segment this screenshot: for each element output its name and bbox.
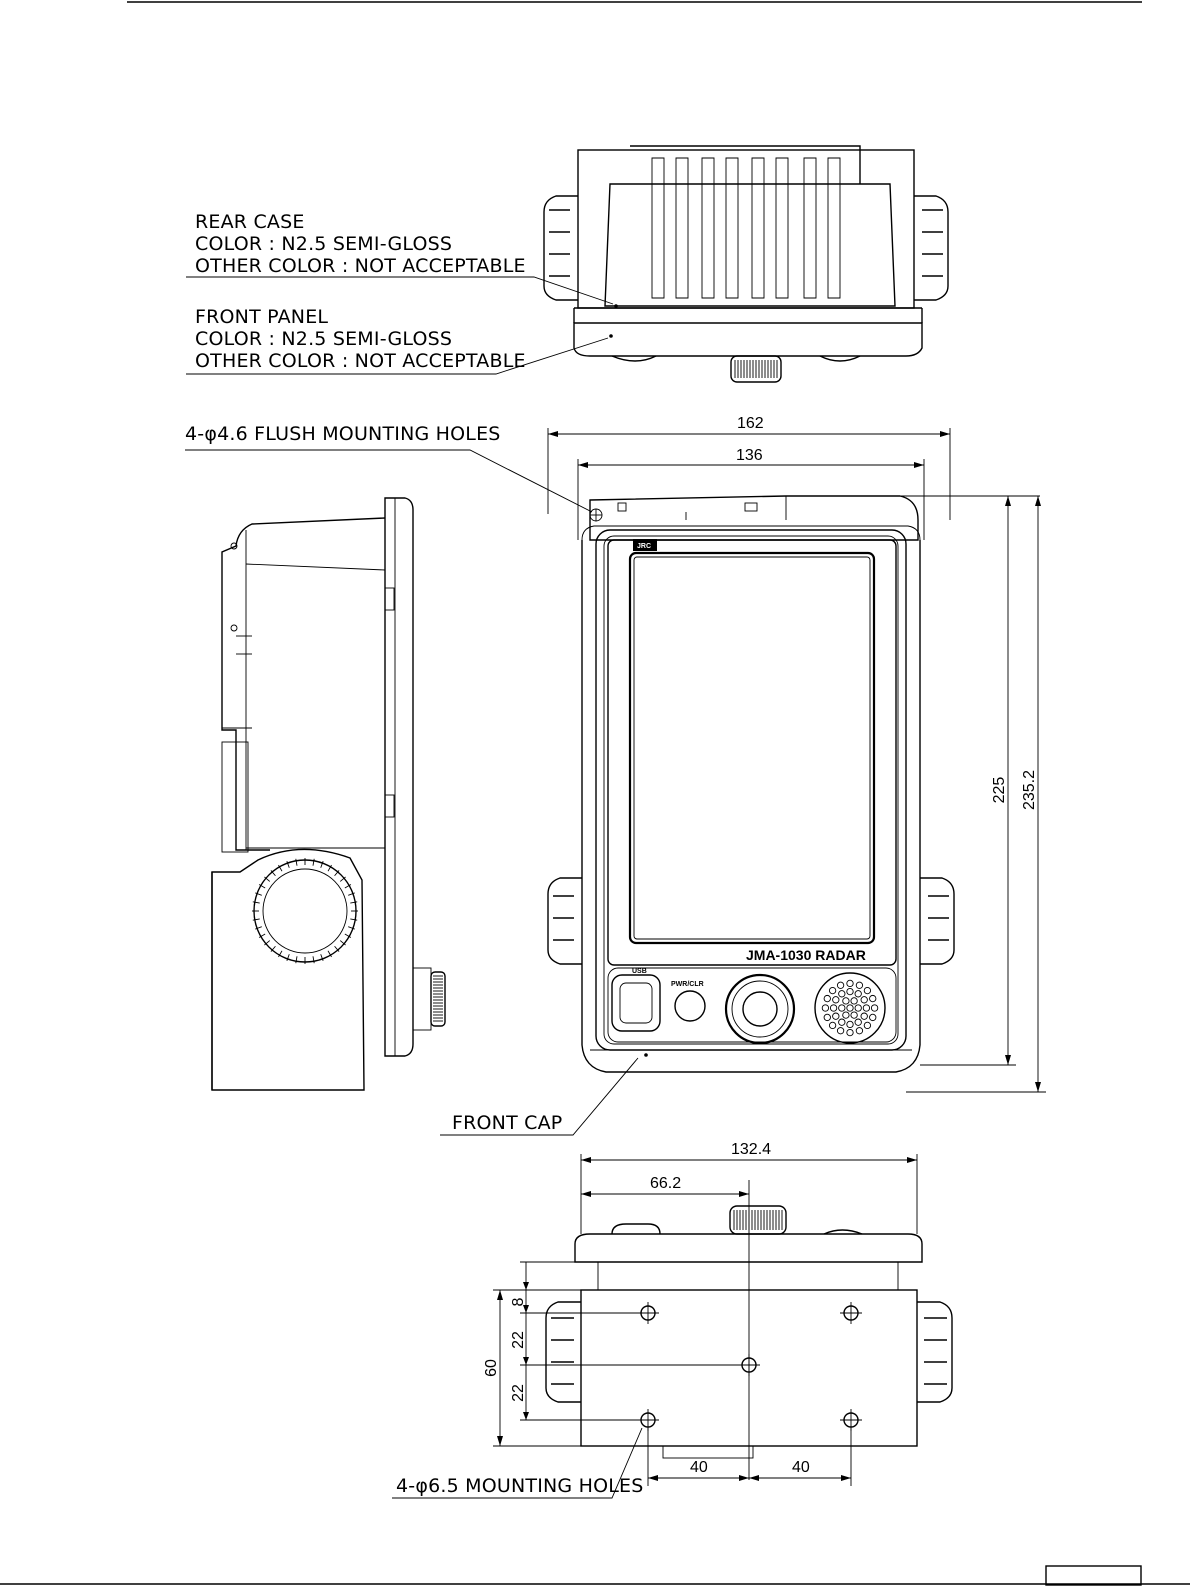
bottom-view [546, 1180, 952, 1480]
dim-162: 162 [737, 415, 764, 432]
dim-8: 8 [510, 1297, 527, 1306]
dim-40b: 40 [792, 1459, 810, 1476]
dim-60: 60 [483, 1359, 500, 1377]
bottom-dimensions: 132.4 66.2 60 8 22 22 40 40 [483, 1141, 917, 1486]
speaker-grille [815, 973, 885, 1043]
page-number-box [1046, 1566, 1141, 1585]
front-cap-label: FRONT CAP [452, 1112, 562, 1134]
flush-holes-leader [185, 450, 592, 512]
svg-text:OTHER COLOR : NOT ACCEPTABLE: OTHER COLOR : NOT ACCEPTABLE [195, 255, 526, 277]
dim-132-4: 132.4 [731, 1141, 771, 1158]
rear-case-leader [186, 277, 613, 304]
dim-22a: 22 [510, 1331, 527, 1349]
dim-22b: 22 [510, 1384, 527, 1402]
power-button[interactable] [675, 991, 705, 1021]
model-label: JMA-1030 RADAR [746, 947, 866, 963]
front-dimensions: 162 136 225 235.2 [548, 415, 1046, 1092]
side-view [212, 498, 445, 1090]
rotary-knob[interactable] [726, 975, 794, 1043]
dim-66-2: 66.2 [650, 1175, 681, 1192]
flush-holes-label: 4-φ4.6 FLUSH MOUNTING HOLES [185, 423, 501, 445]
svg-text:JRC: JRC [637, 543, 651, 550]
dim-136: 136 [736, 447, 763, 464]
svg-text:REAR CASE: REAR CASE [195, 211, 305, 233]
dim-40a: 40 [690, 1459, 708, 1476]
mounting-holes-label: 4-φ6.5 MOUNTING HOLES [396, 1475, 643, 1497]
svg-text:OTHER COLOR : NOT ACCEPTABLE: OTHER COLOR : NOT ACCEPTABLE [195, 350, 526, 372]
dim-235-2: 235.2 [1021, 770, 1038, 810]
radar-screen [630, 553, 874, 943]
top-view [544, 146, 948, 382]
rear-case-label: REAR CASE COLOR : N2.5 SEMI-GLOSS OTHER … [195, 211, 526, 277]
dim-225: 225 [991, 777, 1008, 804]
svg-text:COLOR : N2.5 SEMI-GLOSS: COLOR : N2.5 SEMI-GLOSS [195, 233, 452, 255]
front-panel-label: FRONT PANEL COLOR : N2.5 SEMI-GLOSS OTHE… [195, 306, 526, 372]
front-view: JRC JMA-1030 RADAR USB PWR/CLR [548, 496, 954, 1072]
power-label: PWR/CLR [671, 981, 704, 988]
svg-text:FRONT PANEL: FRONT PANEL [195, 306, 328, 328]
svg-text:COLOR : N2.5 SEMI-GLOSS: COLOR : N2.5 SEMI-GLOSS [195, 328, 452, 350]
usb-label: USB [632, 968, 647, 975]
